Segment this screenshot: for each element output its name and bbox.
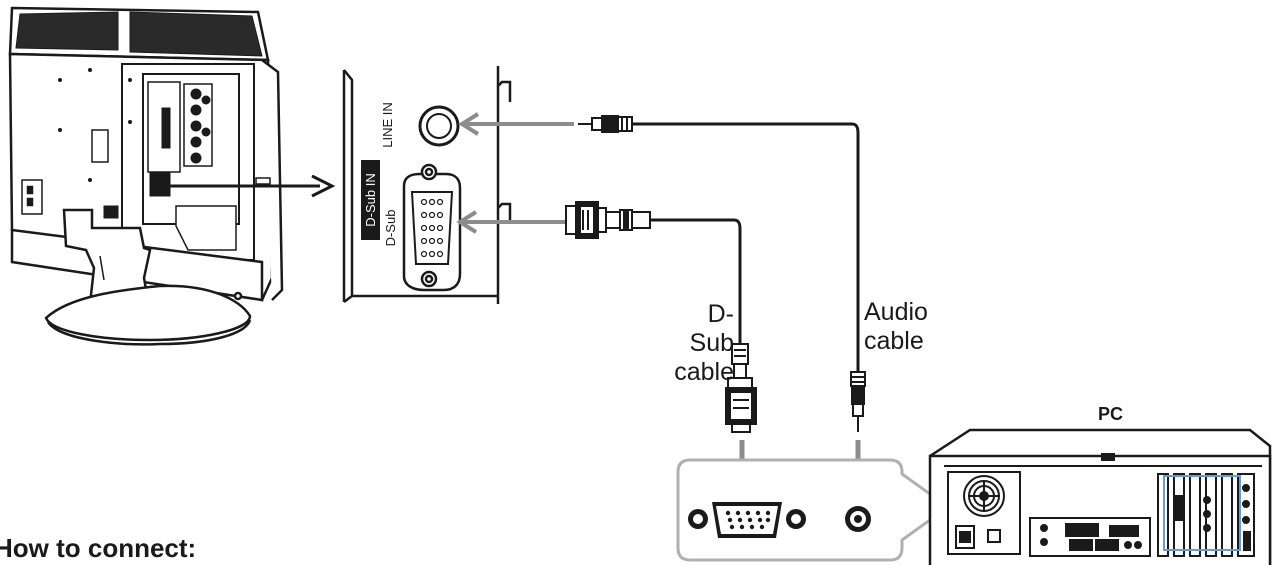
line-in-label: LINE IN xyxy=(380,102,395,148)
audio-cable xyxy=(632,122,860,372)
zoom-arrow xyxy=(160,174,336,198)
monitor-rear-illustration xyxy=(8,6,284,346)
d-sub-plug-top xyxy=(565,201,651,239)
pc-port-callout xyxy=(676,458,932,562)
d-sub-cable-label-line2: cable xyxy=(674,358,734,386)
audio-plug-top xyxy=(578,115,633,133)
d-sub-cable-label-line1: D-Sub xyxy=(689,300,734,357)
audio-cable-label-line2: cable xyxy=(864,327,924,355)
pc-rear-illustration xyxy=(928,428,1272,565)
audio-plug-bottom xyxy=(850,371,866,432)
connector-panel-zoom xyxy=(342,66,512,304)
section-heading: How to connect: xyxy=(0,533,197,563)
d-sub-pins xyxy=(420,198,444,258)
d-sub-in-label: D-Sub IN xyxy=(363,173,378,226)
d-sub-plug-bottom xyxy=(725,343,757,433)
audio-cable-label-line1: Audio xyxy=(864,298,928,326)
connection-arrows xyxy=(456,112,574,234)
audio-cable-label: Audio cable xyxy=(864,298,928,356)
pc-label: PC xyxy=(1098,404,1124,424)
d-sub-label: D-Sub xyxy=(383,210,398,247)
d-sub-in-tab xyxy=(361,160,380,240)
d-sub-cable xyxy=(650,218,742,344)
d-sub-cable-label: D-Sub cable xyxy=(664,300,734,387)
